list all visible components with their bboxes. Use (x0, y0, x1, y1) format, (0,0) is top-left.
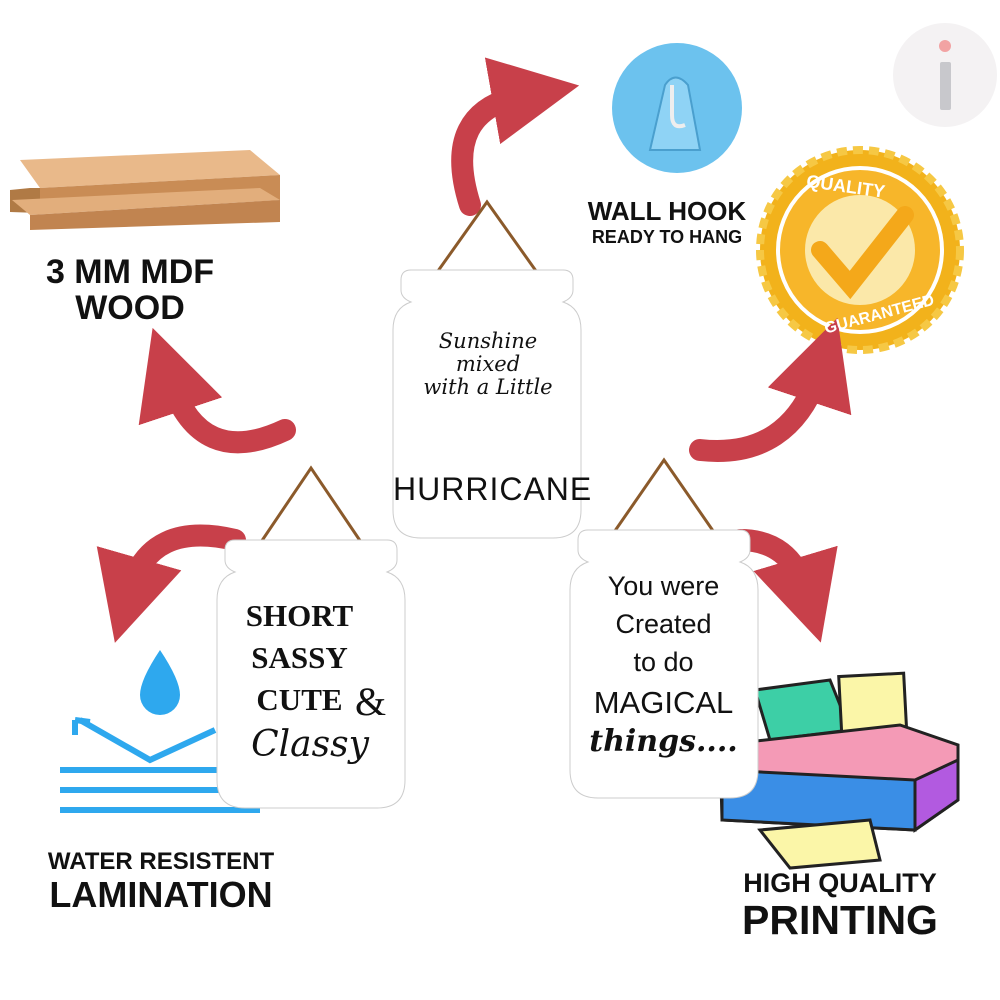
lamination-line1: WATER RESISTENT (47, 848, 275, 875)
sign-line: CUTE (256, 681, 343, 717)
sign-line: Sunshine (438, 329, 538, 353)
sign-classy-text: SHORT SASSY CUTE (217, 595, 382, 721)
sign-classy-shape (216, 465, 406, 809)
sign-hurricane-text: Sunshine mixed with a Little (393, 329, 583, 400)
printing-label: HIGH QUALITY PRINTING (720, 870, 960, 941)
hook-subtitle: READY TO HANG (591, 227, 743, 247)
printer-icon (718, 671, 960, 870)
sign-line: You were (607, 571, 720, 601)
wall-hook-icon (612, 43, 742, 173)
lamination-label: WATER RESISTENT LAMINATION (30, 850, 292, 913)
sign-line: to do (633, 646, 694, 677)
sign-line: MAGICAL (593, 685, 734, 721)
brand-logo (893, 23, 997, 127)
hook-title: WALL HOOK (587, 196, 747, 226)
sign-line: Created (615, 608, 712, 639)
printing-line1: HIGH QUALITY (743, 868, 937, 898)
sign-line: SHORT (245, 598, 354, 633)
printing-line2: PRINTING (742, 897, 938, 943)
wood-label: 3 MM MDF WOOD (20, 255, 240, 325)
sign-magical-text: You were Created to do MAGICAL (570, 568, 757, 725)
wood-planks-icon (10, 150, 280, 230)
quality-guaranteed-badge (756, 146, 964, 354)
wood-label-line2: WOOD (75, 289, 185, 327)
lamination-line2: LAMINATION (49, 874, 273, 915)
wood-label-line1: 3 MM MDF (45, 253, 215, 291)
sign-line: with a Little (423, 375, 553, 400)
sign-hurricane-bottom: HURRICANE (393, 471, 593, 507)
sign-magical-shape (569, 457, 759, 799)
sign-line: mixed (455, 352, 521, 377)
sign-line: SASSY (251, 639, 348, 675)
sign-classy-bottom: Classy (251, 724, 369, 765)
arrows (96, 57, 852, 643)
sign-ampersand: & (355, 679, 387, 724)
hook-label: WALL HOOK READY TO HANG (572, 198, 762, 246)
sign-magical-bottom: things.... (589, 724, 738, 759)
sign-hurricane-shape (392, 199, 582, 539)
